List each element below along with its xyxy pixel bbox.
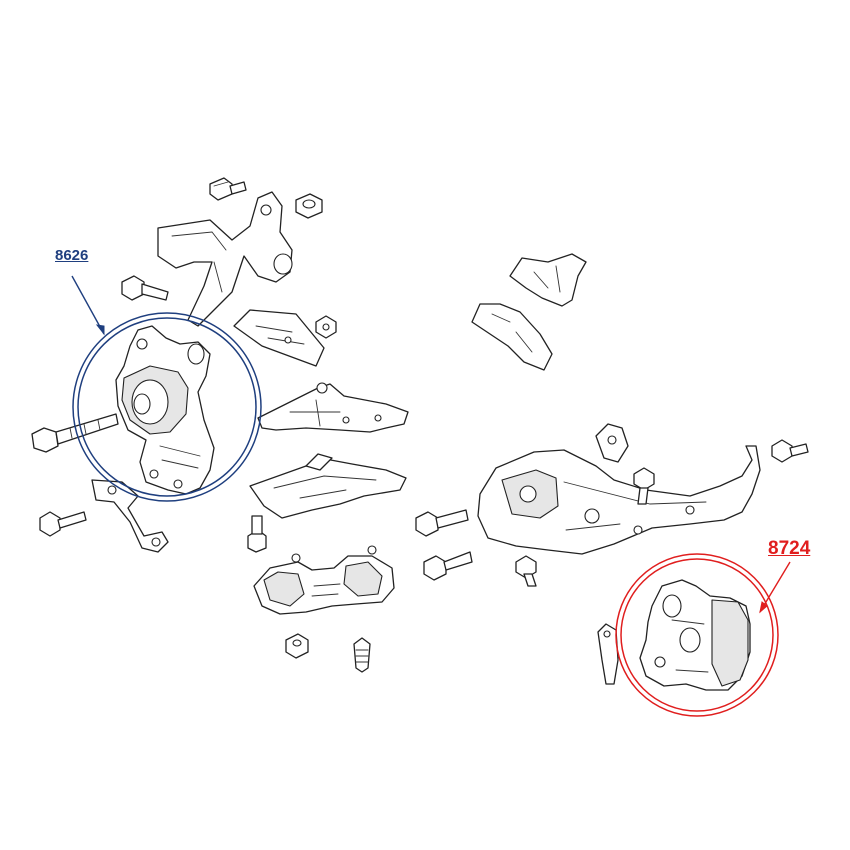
nut-lower-center bbox=[285, 633, 309, 659]
heat-shield-plate bbox=[233, 309, 325, 367]
tray-bracket-left bbox=[249, 453, 407, 519]
bolt-right-top bbox=[771, 439, 809, 463]
engine-mount-right bbox=[639, 579, 751, 691]
bolt-lower-center bbox=[353, 637, 371, 673]
upper-right-bracket-a bbox=[509, 253, 587, 307]
upper-bolt-top bbox=[209, 177, 247, 201]
long-bolt-left bbox=[31, 413, 119, 453]
right-crossmember bbox=[477, 445, 761, 555]
callout-label-8724: 8724 bbox=[768, 538, 811, 559]
callout-label-8626: 8626 bbox=[55, 247, 89, 264]
bolt-center-vertical bbox=[247, 515, 267, 553]
bolt-upper-left bbox=[121, 275, 169, 301]
crossmember-left bbox=[257, 382, 409, 433]
lower-left-bracket bbox=[91, 479, 169, 553]
upper-mount-bracket bbox=[157, 191, 293, 327]
small-nut-upper bbox=[315, 315, 337, 339]
callout-circle-8724 bbox=[615, 553, 791, 717]
transmission-mount-left bbox=[115, 325, 215, 495]
rear-mount-assembly bbox=[253, 545, 395, 615]
lower-left-bolt bbox=[39, 511, 87, 537]
bolt-center-2 bbox=[423, 551, 473, 581]
upper-right-bracket-b bbox=[471, 303, 553, 371]
bolt-center-3 bbox=[515, 555, 537, 587]
flange-nut-top bbox=[295, 193, 323, 219]
bolt-center-1 bbox=[415, 509, 469, 537]
mount-bolt-link bbox=[597, 623, 619, 685]
callout-circle-8626 bbox=[71, 275, 262, 502]
bolt-right-mid bbox=[633, 467, 655, 505]
link-bracket-small bbox=[595, 423, 629, 463]
